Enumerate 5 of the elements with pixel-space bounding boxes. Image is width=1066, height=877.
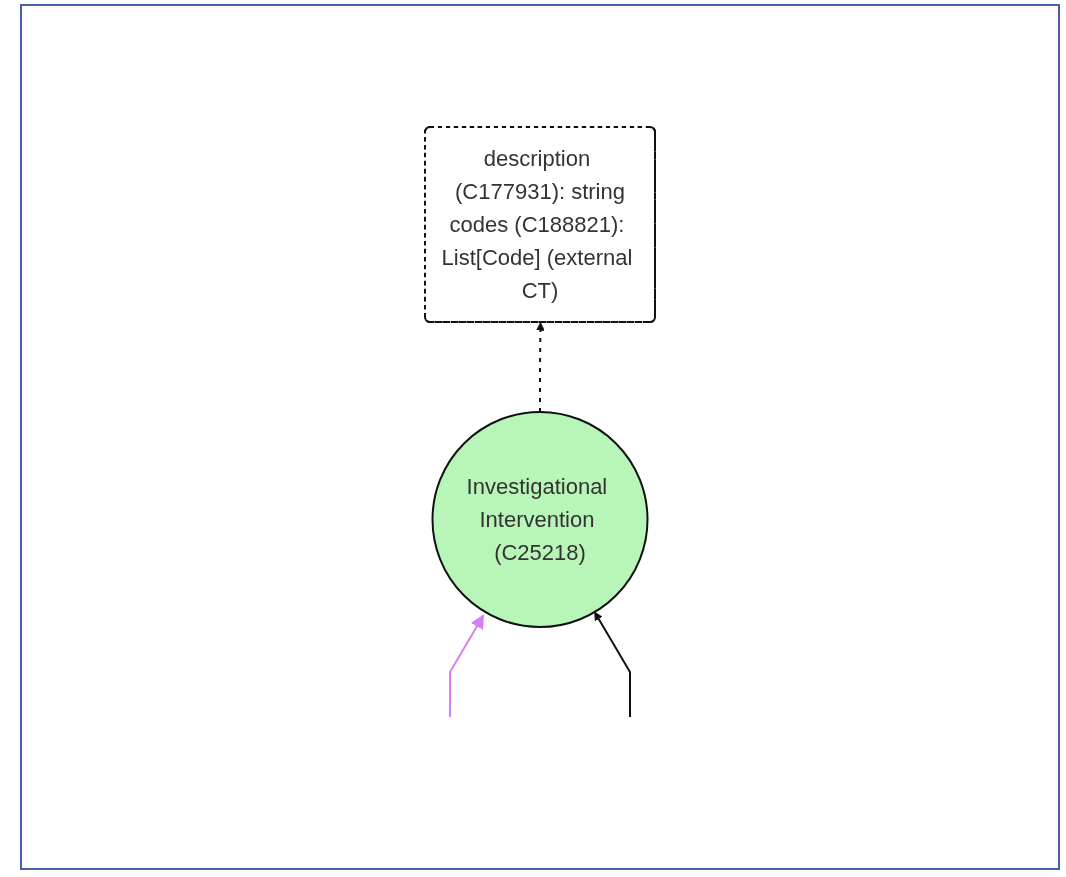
arrow <box>594 611 631 718</box>
frame-border: description (C177931): string codes (C188821): List[Code] (external CT) Investigational Intervention (C25218) <box>20 4 1060 870</box>
node-circle <box>431 411 649 628</box>
arrow <box>449 614 485 718</box>
arrow <box>536 322 545 413</box>
